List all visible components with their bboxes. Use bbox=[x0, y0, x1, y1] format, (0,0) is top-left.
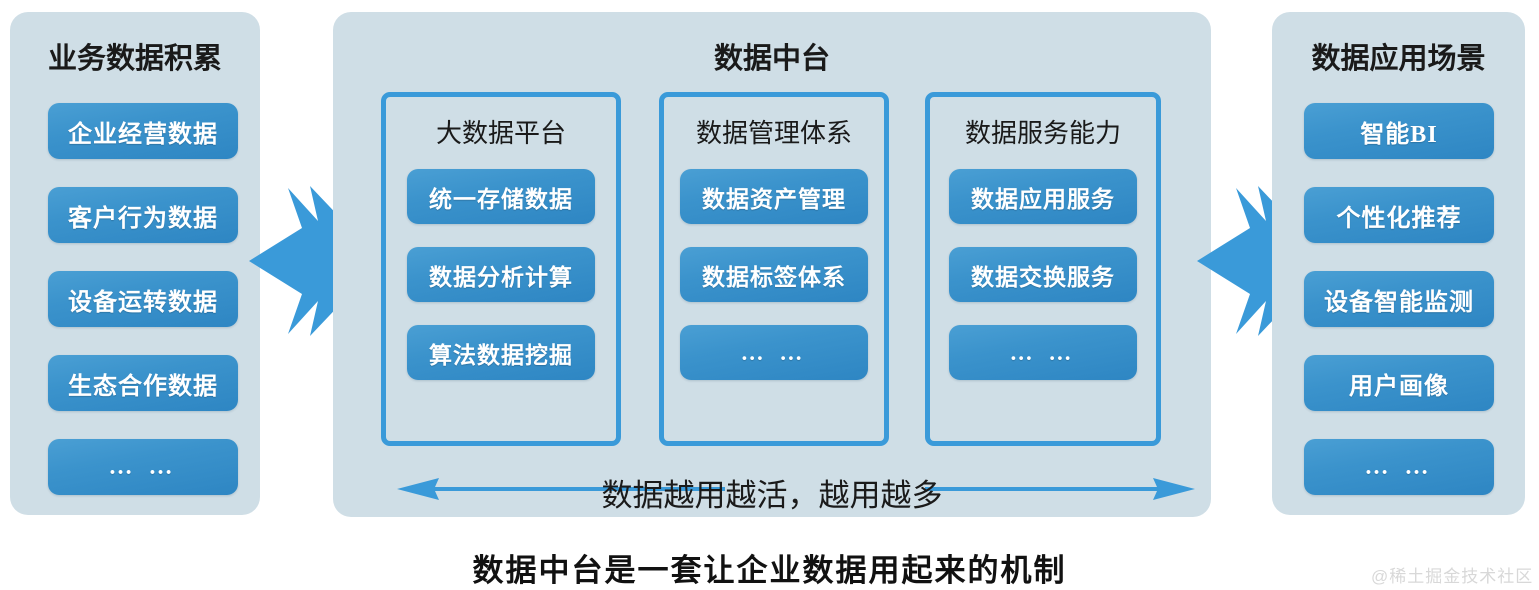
left-panel-item-4-label: … … bbox=[108, 453, 178, 480]
center-card-2-item-0-label: 数据应用服务 bbox=[971, 186, 1115, 212]
center-card-2: 数据服务能力 数据应用服务 数据交换服务 … … bbox=[925, 92, 1161, 446]
right-panel: 数据应用场景 智能BI 个性化推荐 设备智能监测 用户画像 … … bbox=[1272, 12, 1525, 515]
center-card-0: 大数据平台 统一存储数据 数据分析计算 算法数据挖掘 bbox=[381, 92, 621, 446]
center-card-0-item-1-label: 数据分析计算 bbox=[429, 264, 573, 290]
left-panel: 业务数据积累 企业经营数据 客户行为数据 设备运转数据 生态合作数据 … … bbox=[10, 12, 260, 515]
center-card-2-item-1[interactable]: 数据交换服务 bbox=[949, 247, 1137, 302]
right-panel-item-4-label: … … bbox=[1364, 453, 1434, 480]
center-panel: 数据中台 大数据平台 统一存储数据 数据分析计算 算法数据挖掘 数据管理体系 数… bbox=[333, 12, 1211, 517]
right-panel-item-1-label: 个性化推荐 bbox=[1336, 205, 1462, 232]
center-card-1-item-0[interactable]: 数据资产管理 bbox=[680, 169, 868, 224]
right-panel-item-4[interactable]: … … bbox=[1304, 439, 1494, 495]
center-card-2-item-2-label: … … bbox=[1009, 339, 1077, 365]
right-panel-item-2[interactable]: 设备智能监测 bbox=[1304, 271, 1494, 327]
center-card-1-title: 数据管理体系 bbox=[695, 119, 852, 148]
right-panel-item-3-label: 用户画像 bbox=[1349, 373, 1449, 400]
center-card-0-item-0-label: 统一存储数据 bbox=[429, 186, 573, 212]
right-panel-item-3[interactable]: 用户画像 bbox=[1304, 355, 1494, 411]
left-panel-item-3-label: 生态合作数据 bbox=[68, 373, 218, 400]
center-card-0-item-2[interactable]: 算法数据挖掘 bbox=[407, 325, 595, 380]
right-panel-item-0-label: 智能BI bbox=[1360, 121, 1438, 148]
center-card-1-item-2[interactable]: … … bbox=[680, 325, 868, 380]
left-panel-item-3[interactable]: 生态合作数据 bbox=[48, 355, 238, 411]
center-card-1-item-1[interactable]: 数据标签体系 bbox=[680, 247, 868, 302]
center-card-0-item-1[interactable]: 数据分析计算 bbox=[407, 247, 595, 302]
center-card-2-item-1-label: 数据交换服务 bbox=[971, 264, 1115, 290]
center-card-2-item-2[interactable]: … … bbox=[949, 325, 1137, 380]
center-card-2-title: 数据服务能力 bbox=[964, 119, 1121, 148]
left-panel-item-1-label: 客户行为数据 bbox=[68, 205, 218, 232]
flow-arrow bbox=[395, 473, 1197, 505]
right-panel-title: 数据应用场景 bbox=[1311, 43, 1486, 75]
left-panel-item-0-label: 企业经营数据 bbox=[68, 121, 218, 148]
left-panel-item-1[interactable]: 客户行为数据 bbox=[48, 187, 238, 243]
center-card-0-item-2-label: 算法数据挖掘 bbox=[429, 342, 573, 368]
right-panel-item-2-label: 设备智能监测 bbox=[1324, 289, 1474, 316]
center-card-1: 数据管理体系 数据资产管理 数据标签体系 … … bbox=[659, 92, 889, 446]
double-headed-arrow-icon bbox=[397, 478, 1195, 500]
left-panel-item-4[interactable]: … … bbox=[48, 439, 238, 495]
right-panel-item-1[interactable]: 个性化推荐 bbox=[1304, 187, 1494, 243]
center-card-1-item-0-label: 数据资产管理 bbox=[702, 186, 846, 212]
left-panel-item-0[interactable]: 企业经营数据 bbox=[48, 103, 238, 159]
center-card-0-title: 大数据平台 bbox=[435, 119, 566, 148]
center-panel-title: 数据中台 bbox=[713, 43, 830, 75]
center-card-0-item-0[interactable]: 统一存储数据 bbox=[407, 169, 595, 224]
left-panel-item-2[interactable]: 设备运转数据 bbox=[48, 271, 238, 327]
center-card-2-item-0[interactable]: 数据应用服务 bbox=[949, 169, 1137, 224]
watermark: @稀土掘金技术社区 bbox=[1371, 567, 1534, 586]
flow-arrow-label: 数据越用越活，越用越多 bbox=[601, 478, 943, 513]
center-card-1-item-2-label: … … bbox=[740, 339, 808, 365]
left-panel-title: 业务数据积累 bbox=[47, 43, 222, 75]
center-card-1-item-1-label: 数据标签体系 bbox=[702, 264, 846, 290]
left-panel-item-2-label: 设备运转数据 bbox=[68, 289, 218, 316]
diagram-caption: 数据中台是一套让企业数据用起来的机制 bbox=[472, 553, 1067, 588]
right-panel-item-0[interactable]: 智能BI bbox=[1304, 103, 1494, 159]
